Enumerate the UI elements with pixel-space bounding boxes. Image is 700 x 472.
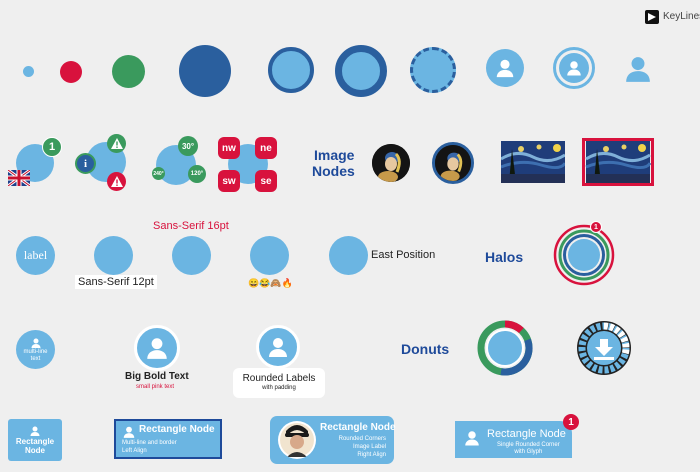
emoji-node[interactable] [250, 236, 289, 275]
corner-badge-ne: ne [255, 137, 277, 159]
rect3-avatar-image [278, 421, 316, 459]
east-position-node[interactable] [329, 236, 368, 275]
rounded-labels-title: Rounded Labels [242, 373, 316, 384]
rect1-title: Rectangle Node [15, 436, 55, 455]
green-node[interactable] [112, 55, 145, 88]
starry-night-border-image-node[interactable] [582, 138, 654, 186]
large-dark-node[interactable] [179, 45, 231, 97]
person-outline-inner [559, 53, 589, 83]
person-outline-node[interactable] [553, 47, 595, 89]
halo-badge: 1 [590, 221, 602, 233]
east-position-label: East Position [371, 249, 436, 261]
corner-badge-se: se [255, 170, 277, 192]
corner-badge-nw: nw [218, 137, 240, 159]
person-icon [123, 426, 135, 438]
crimson-node[interactable] [60, 61, 82, 83]
big-bold-label: Big Bold Text [125, 371, 189, 382]
donuts-label: Donuts [401, 341, 450, 357]
person-icon [30, 426, 40, 436]
multiline-node[interactable]: multi-line text [16, 330, 55, 369]
halo-rings [553, 224, 615, 286]
angle-badge-right: 120° [188, 165, 206, 183]
sans-serif-16-label: Sans-Serif 16pt [153, 220, 229, 232]
warning-badge-top [107, 134, 126, 153]
rounded-labels-box: Rounded Labels with padding [233, 368, 325, 398]
rectangle-node-3[interactable]: Rectangle Node Rounded Corners Image Lab… [270, 416, 396, 464]
bordered-node[interactable] [268, 47, 314, 93]
rect2-sub2: Left Align [122, 448, 147, 454]
angle-badge-top: 30° [178, 136, 198, 156]
download-donut [577, 321, 631, 375]
rect3-title: Rectangle Node [320, 422, 396, 433]
halo-node[interactable] [553, 224, 615, 291]
starry-night-image-node[interactable] [501, 141, 565, 183]
rectangle-node-4[interactable]: Rectangle Node Single Rounded Corner wit… [455, 421, 572, 458]
multiline-node-text: multi-line text [23, 348, 48, 362]
sans-serif-12-node[interactable] [94, 236, 133, 275]
starry-night-image [501, 141, 565, 183]
keylines-logo [645, 10, 659, 24]
label-node[interactable]: label [16, 236, 55, 275]
rect2-sub1: Multi-line and border [122, 440, 177, 446]
donut-node[interactable] [477, 320, 533, 381]
corner-badge-sw: sw [218, 170, 240, 192]
warning-icon [110, 138, 123, 149]
rect3-sub3: Right Align [357, 452, 386, 458]
uk-flag-icon [7, 168, 31, 188]
rounded-labels-node[interactable] [256, 325, 300, 369]
image-nodes-label-1: Image [314, 147, 355, 163]
image-nodes-label-2: Nodes [312, 163, 355, 179]
rectangle-node-1[interactable]: Rectangle Node [8, 419, 62, 461]
portrait-image-border-node[interactable] [432, 142, 474, 184]
rectangle-node-2[interactable]: Rectangle Node Multi-line and border Lef… [114, 419, 222, 459]
rounded-labels-sub: with padding [262, 385, 296, 391]
person-icon [31, 338, 40, 348]
person-icon [465, 431, 479, 446]
warning-badge-bottom [107, 172, 126, 191]
download-donut-node[interactable] [576, 320, 632, 381]
count-badge: 1 [42, 137, 62, 157]
small-pink-label: small pink text [136, 384, 175, 390]
rect4-title: Rectangle Node [487, 428, 566, 440]
download-icon [595, 339, 613, 356]
portrait-image [435, 145, 471, 181]
sans-serif-12-label: Sans-Serif 12pt [75, 275, 157, 289]
person-icon [147, 338, 167, 359]
rect4-sub: Single Rounded Corner with Glyph [497, 442, 560, 455]
person-icon [626, 57, 650, 82]
halos-label: Halos [485, 249, 524, 265]
person-node[interactable] [486, 49, 524, 87]
angle-badge-left: 240° [152, 167, 165, 180]
thick-bordered-node[interactable] [335, 45, 387, 97]
warning-icon [110, 176, 123, 187]
dashed-border-node[interactable] [410, 47, 456, 93]
sans-serif-16-node[interactable] [172, 236, 211, 275]
info-badge: i [75, 153, 96, 174]
label-node-text: label [23, 248, 48, 262]
person-icon [269, 338, 287, 357]
avatar-image [280, 423, 314, 457]
starry-night-image [585, 141, 651, 183]
big-bold-node[interactable] [134, 325, 180, 371]
tiny-node[interactable] [23, 66, 34, 77]
portrait-image-node[interactable] [372, 144, 410, 182]
person-icon [567, 61, 581, 76]
person-icon [496, 59, 514, 78]
person-glyph[interactable] [625, 55, 651, 88]
rect3-sub2: Image Label [352, 444, 386, 450]
rect3-sub1: Rounded Corners [338, 436, 386, 442]
logo-text: KeyLines [663, 11, 700, 22]
rect2-title: Rectangle Node [139, 424, 215, 435]
portrait-image [372, 144, 410, 182]
rect4-badge: 1 [563, 414, 579, 430]
donut-chart [477, 320, 533, 376]
emoji-label: 😄😂🙈🔥 [248, 278, 293, 288]
logo-icon [648, 13, 656, 21]
